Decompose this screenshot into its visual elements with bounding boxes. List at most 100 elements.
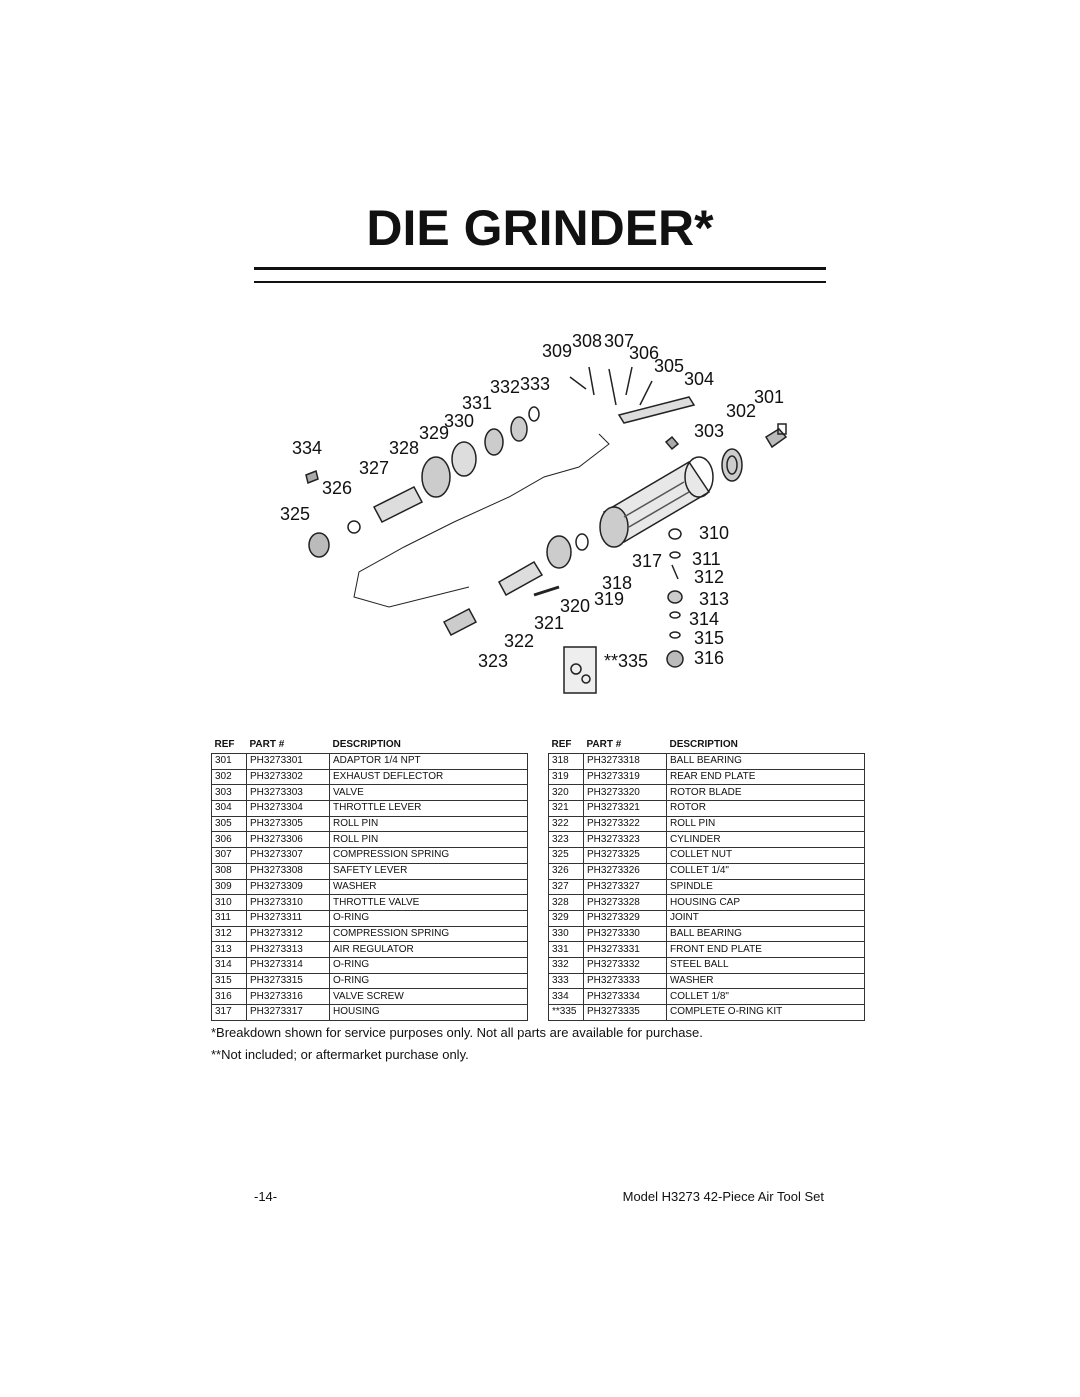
rotor-part	[497, 560, 544, 597]
housing-cap-part	[421, 456, 451, 498]
cell-part-number: PH3273322	[583, 815, 667, 833]
callout-label: 316	[694, 648, 724, 668]
cell-ref: 333	[548, 972, 584, 990]
cell-part-number: PH3273301	[246, 753, 330, 770]
callout-label: 331	[462, 393, 492, 413]
cell-part-number: PH3273334	[583, 988, 667, 1005]
rotor-blade-part	[533, 585, 560, 597]
column-header-part: PART #	[586, 738, 622, 750]
callout-label: 332	[490, 377, 520, 397]
cell-ref: 322	[548, 815, 584, 833]
cell-description: STEEL BALL	[666, 956, 865, 974]
cell-part-number: PH3273309	[246, 878, 330, 896]
ball-bearing-part	[484, 428, 504, 456]
cell-part-number: PH3273303	[246, 784, 330, 802]
cell-ref: 330	[548, 925, 584, 943]
steel-ball-part	[528, 406, 540, 422]
cell-part-number: PH3273317	[246, 1004, 330, 1021]
page-number: -14-	[254, 1189, 278, 1204]
cell-part-number: PH3273325	[583, 847, 667, 864]
valve-screw-part	[666, 650, 684, 668]
o-ring-kit-part	[563, 646, 597, 694]
cell-description: HOUSING	[329, 1004, 528, 1021]
exploded-parts-diagram: 309 308 307 306 305 304 301 302 303 332 …	[280, 331, 788, 694]
callout-label: 301	[754, 387, 784, 407]
cell-description: COLLET NUT	[666, 847, 865, 864]
table-header-row: REF PART # DESCRIPTION	[549, 735, 865, 754]
column-header-ref: REF	[214, 738, 235, 750]
callout-label: 319	[594, 589, 624, 609]
cell-description: ROTOR	[666, 800, 865, 817]
callout-label: 306	[629, 343, 659, 363]
model-footer: Model H3273 42-Piece Air Tool Set	[622, 1189, 824, 1204]
cell-part-number: PH3273323	[583, 831, 667, 849]
exhaust-deflector-part	[721, 448, 743, 482]
cell-description: REAR END PLATE	[666, 768, 865, 786]
cell-ref: 317	[211, 1004, 247, 1021]
cell-description: AIR REGULATOR	[329, 941, 528, 958]
cell-ref: 329	[548, 909, 584, 927]
cell-description: CYLINDER	[666, 831, 865, 849]
callout-label: 334	[292, 438, 322, 458]
cell-ref: 332	[548, 956, 584, 974]
callout-label: 317	[632, 551, 662, 571]
cell-description: WASHER	[666, 972, 865, 990]
cell-ref: 319	[548, 768, 584, 786]
valve-part	[664, 435, 680, 451]
cell-part-number: PH3273319	[583, 768, 667, 786]
callout-label: 326	[322, 478, 352, 498]
cell-ref: 314	[211, 956, 247, 974]
cylinder-part	[442, 607, 478, 637]
cell-part-number: PH3273302	[246, 768, 330, 786]
cell-ref: 331	[548, 941, 584, 958]
cell-part-number: PH3273307	[246, 847, 330, 864]
callout-label: 304	[684, 369, 714, 389]
cell-ref: 318	[548, 753, 584, 770]
column-header-description: DESCRIPTION	[332, 738, 401, 750]
cell-ref: 303	[211, 784, 247, 802]
cell-description: ROLL PIN	[329, 831, 528, 849]
cell-description: JOINT	[666, 909, 865, 927]
cell-description: EXHAUST DEFLECTOR	[329, 768, 528, 786]
washer-part	[569, 376, 587, 390]
cell-description: ADAPTOR 1/4 NPT	[329, 753, 528, 770]
cell-ref: 315	[211, 972, 247, 990]
callout-label: 321	[534, 613, 564, 633]
callout-label: 312	[694, 567, 724, 587]
cell-description: O-RING	[329, 972, 528, 990]
page-title: DIE GRINDER*	[366, 200, 714, 256]
cell-ref: 320	[548, 784, 584, 802]
cell-description: COLLET 1/4"	[666, 862, 865, 880]
cell-part-number: PH3273328	[583, 894, 667, 911]
cell-part-number: PH3273312	[246, 925, 330, 943]
cell-description: VALVE	[329, 784, 528, 802]
cell-description: BALL BEARING	[666, 753, 865, 770]
footnote-breakdown: *Breakdown shown for service purposes on…	[211, 1025, 703, 1040]
rear-end-plate-part	[546, 535, 572, 569]
title-rule-bottom	[254, 281, 826, 283]
cell-part-number: PH3273311	[246, 909, 330, 927]
ball-bearing-rear-part	[575, 533, 589, 551]
cell-description: O-RING	[329, 909, 528, 927]
cell-part-number: PH3273332	[583, 956, 667, 974]
callout-label: 333	[520, 374, 550, 394]
cell-ref: 327	[548, 878, 584, 896]
collet-part	[347, 520, 361, 534]
cell-description: COMPRESSION SPRING	[329, 925, 528, 943]
